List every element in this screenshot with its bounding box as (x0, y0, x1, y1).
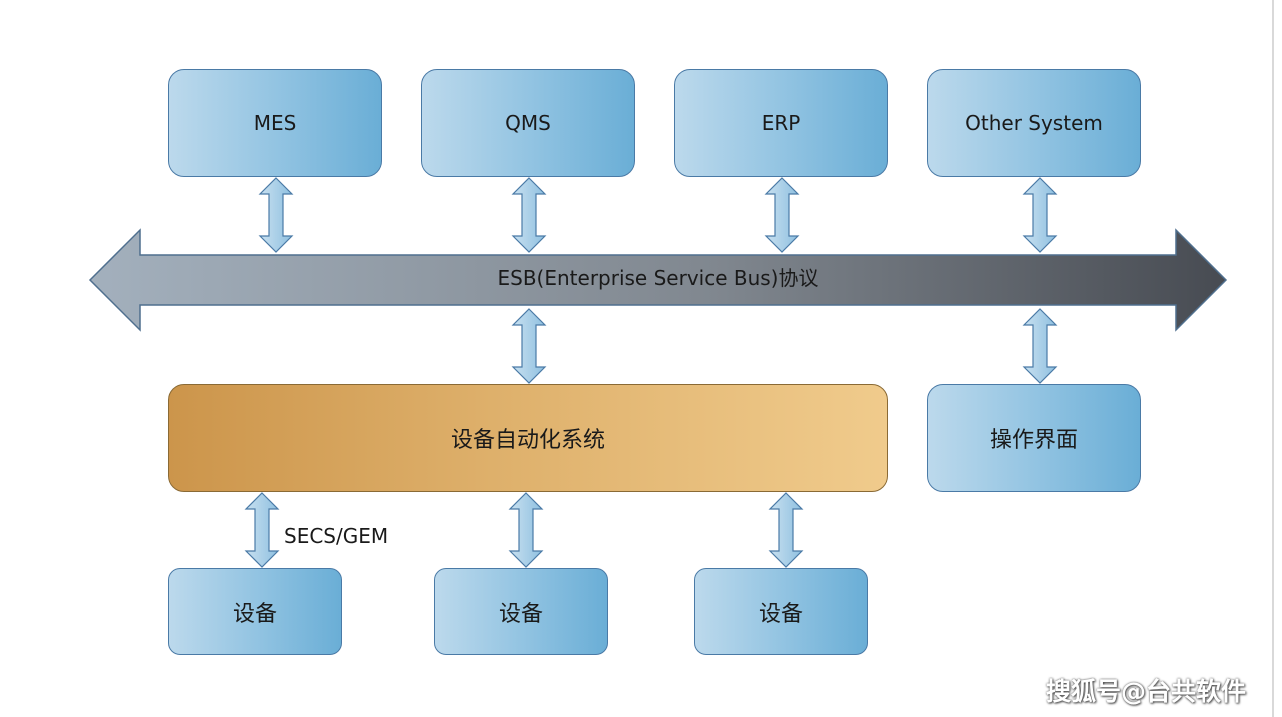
system-label: MES (253, 111, 297, 135)
protocol-label: SECS/GEM (284, 524, 389, 548)
connector-automation-device-2 (508, 492, 544, 568)
operation-ui-box: 操作界面 (927, 384, 1141, 492)
automation-system-label: 设备自动化系统 (450, 428, 605, 453)
operation-ui-label: 操作界面 (989, 428, 1078, 453)
system-box-mes: MES (168, 69, 382, 177)
device-box-1: 设备 (168, 568, 342, 655)
esb-bus-label: ESB(Enterprise Service Bus)协议 (497, 266, 819, 290)
system-box-qms: QMS (421, 69, 635, 177)
connector-erp-bus (764, 177, 800, 253)
connector-automation-device-3 (768, 492, 804, 568)
connector-qms-bus (511, 177, 547, 253)
device-label: 设备 (758, 601, 803, 627)
automation-system-box: 设备自动化系统 (168, 384, 888, 492)
device-label: 设备 (232, 601, 277, 627)
device-label: 设备 (498, 601, 543, 627)
watermark: 搜狐号@台共软件 (1046, 677, 1247, 706)
connector-bus-operation-ui (1022, 308, 1058, 384)
connector-automation-device-1 (244, 492, 280, 568)
device-box-3: 设备 (694, 568, 868, 655)
connector-other-bus (1022, 177, 1058, 253)
system-box-other: Other System (927, 69, 1141, 177)
system-label: Other System (965, 111, 1103, 135)
esb-bus-arrow (88, 228, 1228, 332)
connector-mes-bus (258, 177, 294, 253)
page-edge-divider (1272, 0, 1274, 717)
system-label: QMS (505, 111, 551, 135)
system-label: ERP (761, 111, 801, 135)
system-box-erp: ERP (674, 69, 888, 177)
device-box-2: 设备 (434, 568, 608, 655)
connector-bus-automation (511, 308, 547, 384)
